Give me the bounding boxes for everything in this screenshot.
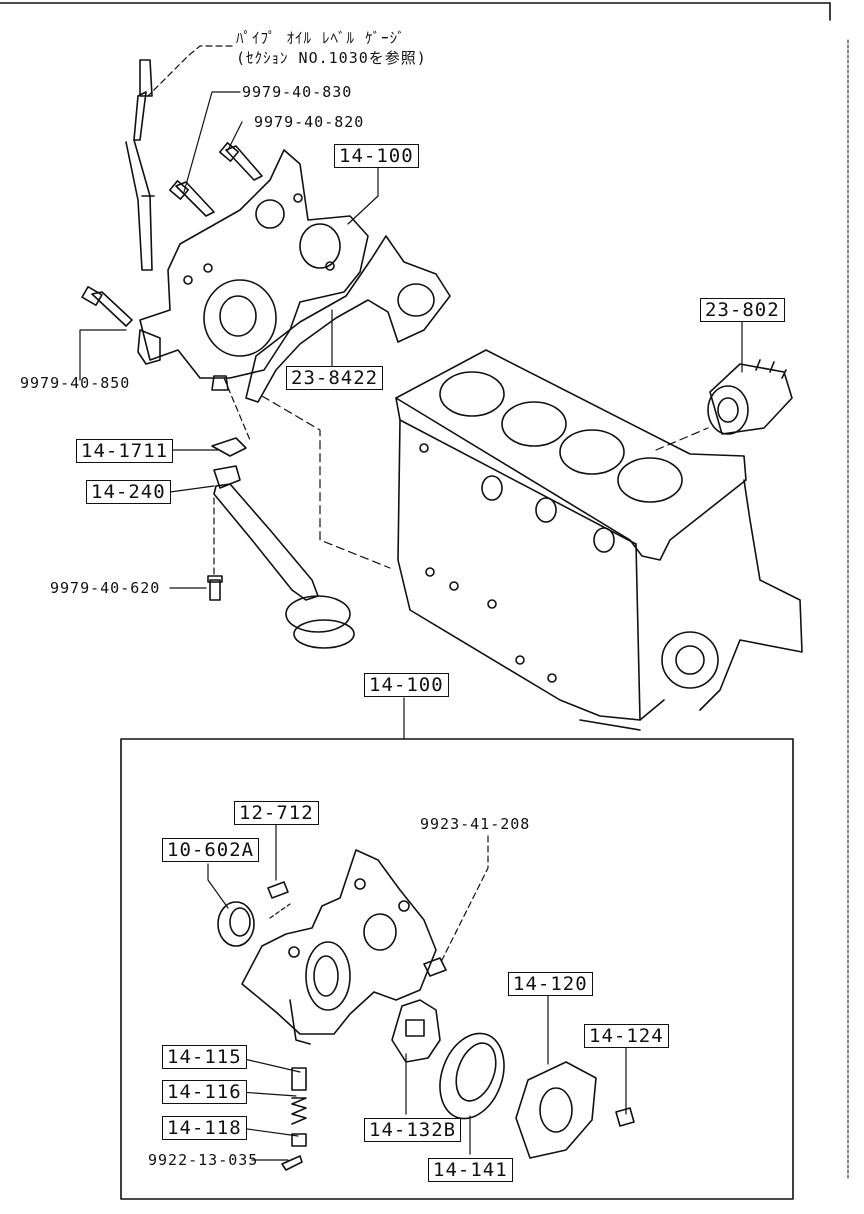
part-number-850: 9979-40-850 [20, 374, 131, 392]
part-number-830: 9979-40-830 [242, 83, 353, 101]
roll-pin [423, 957, 447, 977]
outer-rotor [439, 1032, 505, 1120]
callout-pin: 12-712 [234, 801, 319, 825]
callout-oil-filter: 23-802 [700, 298, 785, 322]
leader-lines [79, 45, 743, 740]
oil-filter [707, 359, 793, 435]
pump-gasket [245, 235, 451, 403]
detail-leader-lines [207, 823, 627, 1161]
part-number-035: 9922-13-035 [148, 1151, 259, 1169]
callout-inner-rotor: 14-132B [364, 1118, 462, 1142]
callout-gasket: 23-8422 [286, 366, 384, 390]
strainer-assembly [207, 437, 355, 649]
dipstick-note-line2: (ｾｸｼｮﾝ NO.1030を参照) [236, 49, 427, 67]
inner-rotor [391, 999, 441, 1063]
cover-screw [615, 1107, 635, 1127]
oil-seal [217, 901, 255, 947]
oil-pump-detail [241, 849, 437, 1045]
callout-cover: 14-120 [508, 972, 593, 996]
part-number-820: 9979-40-820 [254, 113, 365, 131]
dipstick-pipe [125, 59, 155, 271]
engine-block [395, 349, 803, 731]
oil-pump-upper [137, 149, 369, 391]
callout-pump-assembly-top: 14-100 [334, 144, 419, 168]
callout-outer-rotor: 14-141 [428, 1158, 513, 1182]
pump-cover [515, 1061, 597, 1159]
callout-plug: 14-118 [162, 1116, 247, 1140]
callout-pump-assembly-detail: 14-100 [364, 673, 449, 697]
callout-spring: 14-116 [162, 1080, 247, 1104]
page-frame [0, 2, 849, 1181]
callout-strainer-gasket: 14-1711 [76, 439, 174, 463]
bolts-top [81, 142, 263, 327]
callout-screw: 14-124 [584, 1024, 669, 1048]
part-number-208: 9923-41-208 [420, 815, 531, 833]
dipstick-note-line1: ﾊﾟｲﾌﾟ ｵｲﾙ ﾚﾍﾞﾙ ｹﾞｰｼﾞ [236, 29, 406, 47]
relief-valve-parts [281, 1067, 307, 1171]
dowel-pin [267, 881, 289, 899]
callout-strainer: 14-240 [86, 480, 171, 504]
callout-oil-seal: 10-602A [162, 838, 260, 862]
callout-plunger: 14-115 [162, 1045, 247, 1069]
part-number-620: 9979-40-620 [50, 579, 161, 597]
detail-frame [120, 738, 794, 1200]
